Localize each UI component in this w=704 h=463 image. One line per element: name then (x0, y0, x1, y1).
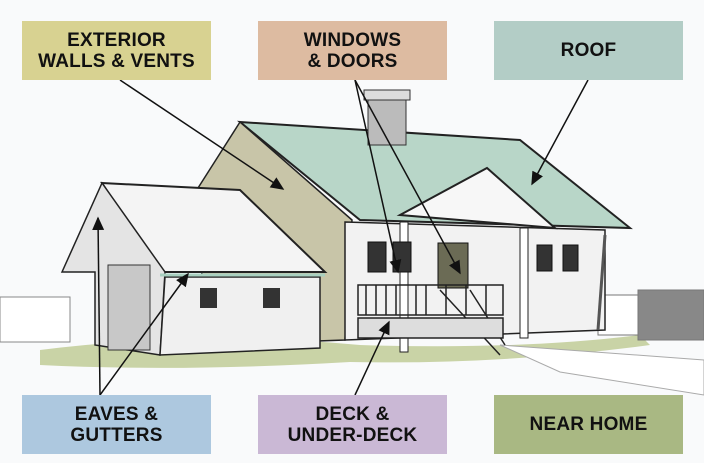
pointer-roof (531, 79, 589, 186)
label-text: WINDOWS & DOORS (303, 29, 402, 72)
label-roof: ROOF (494, 21, 683, 80)
driveway (499, 344, 704, 396)
label-near-home: NEAR HOME (494, 395, 683, 454)
pointer-deck (354, 320, 390, 396)
main-roof (236, 120, 633, 230)
chimney (367, 94, 407, 146)
pointer-eaves-2 (99, 272, 189, 396)
porch-gable (396, 166, 558, 230)
label-text: DECK & UNDER-DECK (287, 403, 418, 446)
label-text: EAVES & GUTTERS (70, 403, 163, 446)
pointer-eaves-1 (92, 216, 105, 396)
label-eaves-gutters: EAVES & GUTTERS (22, 395, 211, 454)
label-text: EXTERIOR WALLS & VENTS (38, 29, 195, 72)
fence-left (0, 296, 71, 343)
label-windows-doors: WINDOWS & DOORS (258, 21, 447, 80)
label-text: NEAR HOME (529, 414, 648, 435)
pointer-windows-1 (354, 79, 402, 274)
pointer-exterior (119, 79, 285, 190)
label-text: ROOF (560, 40, 617, 61)
garage-side (159, 276, 321, 356)
pointer-windows-2 (354, 79, 461, 275)
fence-right (597, 289, 704, 341)
label-exterior-walls-vents: EXTERIOR WALLS & VENTS (22, 21, 211, 80)
label-deck-under-deck: DECK & UNDER-DECK (258, 395, 447, 454)
pointer-lines (92, 79, 589, 396)
garage-door (107, 264, 151, 351)
deck (357, 284, 506, 356)
